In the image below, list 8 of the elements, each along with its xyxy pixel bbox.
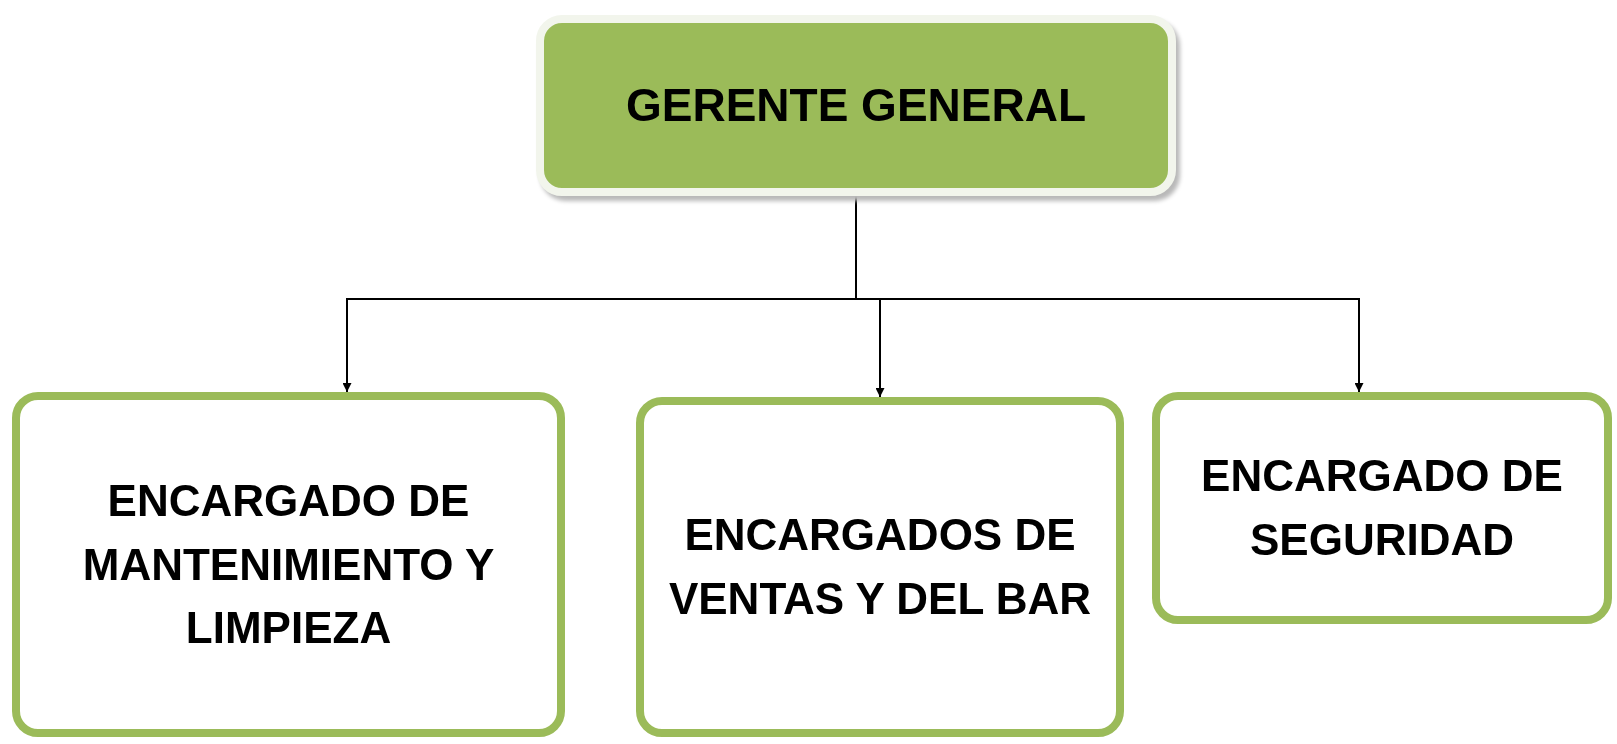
box-label: GERENTE GENERAL	[625, 78, 1086, 134]
role-box	[636, 397, 1124, 737]
role-box	[12, 392, 565, 737]
manager-box	[536, 15, 1176, 196]
role-box	[1152, 392, 1612, 624]
box-label: ENCARGADOS DE VENTAS Y DEL BAR	[668, 509, 1092, 625]
box-label: ENCARGADO DE MANTENIMIENTO Y LIMPIEZA	[81, 474, 496, 655]
box-label: ENCARGADO DE SEGURIDAD	[1200, 450, 1564, 566]
